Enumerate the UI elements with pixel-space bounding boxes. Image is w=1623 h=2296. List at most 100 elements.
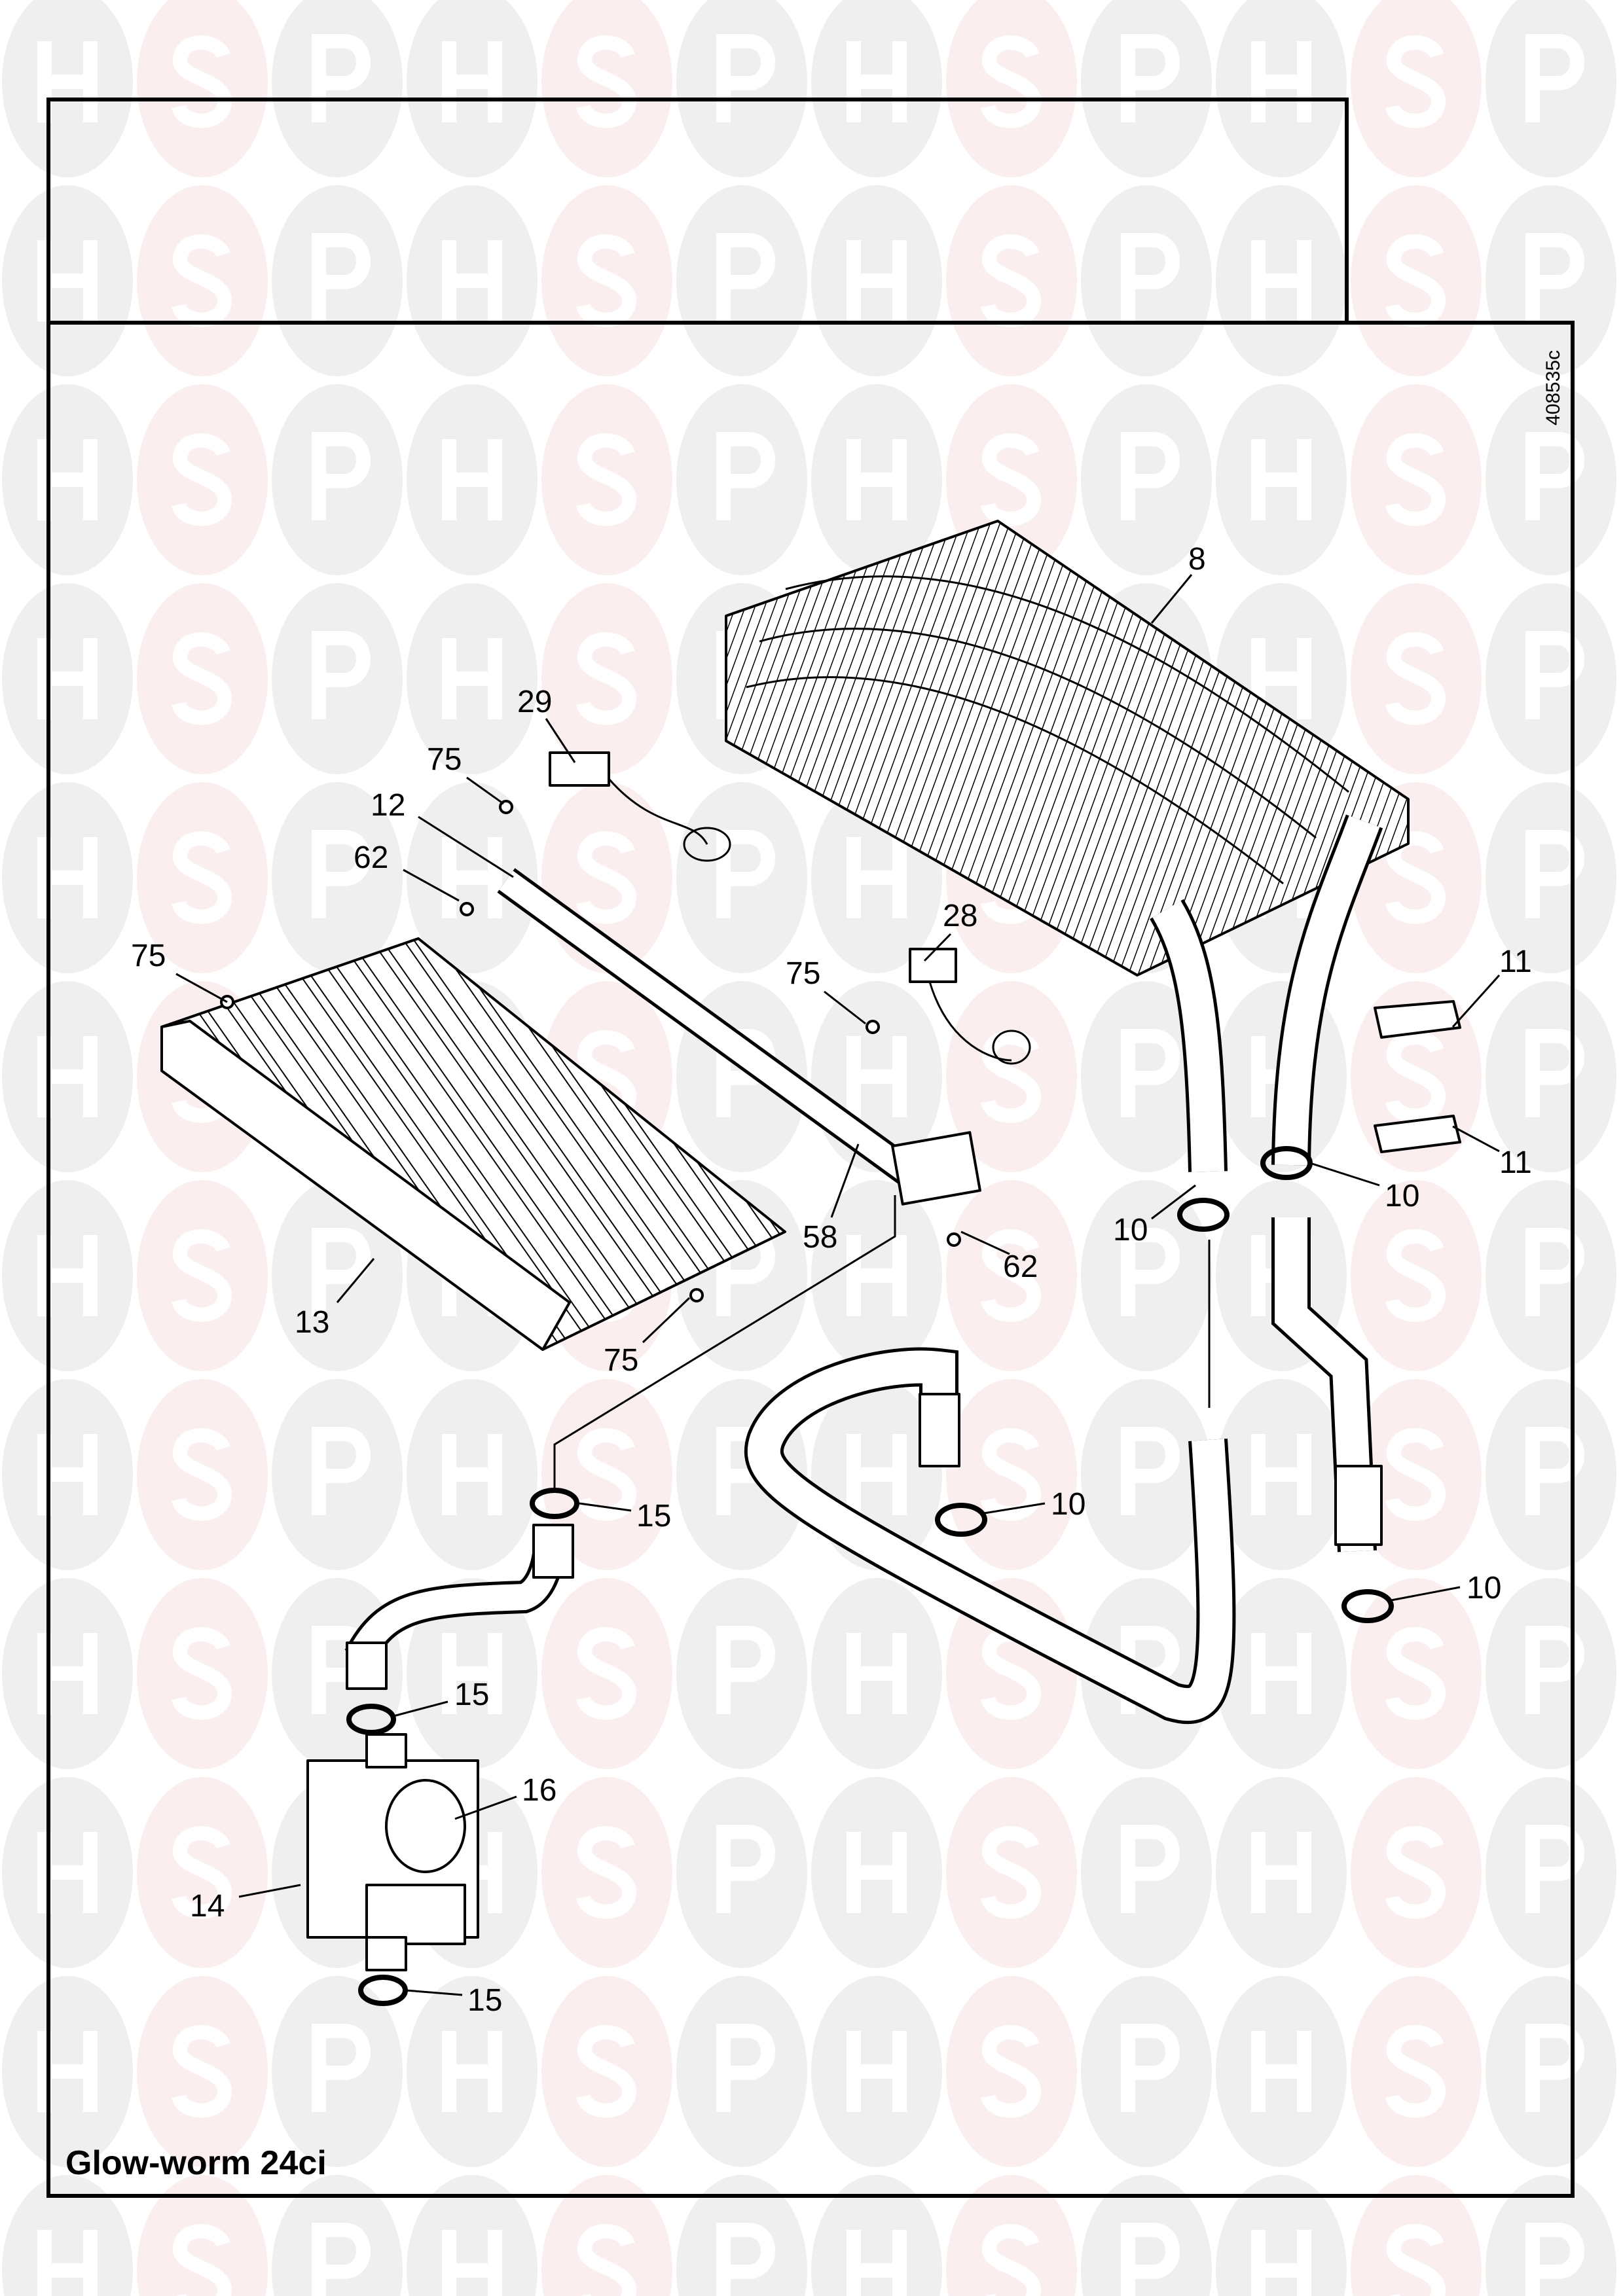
watermark-letter-icon: [442, 837, 502, 918]
watermark-letter-icon: [37, 2031, 98, 2112]
watermark-letter-icon: [1387, 2224, 1446, 2296]
watermark-letter-icon: [576, 234, 637, 327]
watermark-letter-icon: [1525, 631, 1584, 719]
watermark-letter-icon: [172, 2025, 232, 2118]
watermark-letter-icon: [1385, 234, 1446, 327]
watermark-letter-icon: [1525, 432, 1584, 520]
watermark-letter-icon: [37, 2230, 98, 2296]
watermark-circle: [137, 0, 268, 177]
watermark-letter-icon: [1251, 2230, 1311, 2296]
watermark-letter-icon: [442, 240, 502, 321]
callout-11: 11: [1499, 1145, 1532, 1180]
watermark-letter-icon: [1525, 1825, 1584, 1913]
watermark-letter-icon: [312, 2024, 371, 2112]
watermark-letter-icon: [1525, 1626, 1584, 1714]
watermark-letter-icon: [716, 1626, 775, 1714]
watermark-letter-icon: [576, 1627, 637, 1720]
watermark-letter-icon: [1525, 2024, 1584, 2112]
callout-8: 8: [1188, 542, 1206, 577]
watermark-letter-icon: [173, 2224, 232, 2296]
watermark-letter-icon: [576, 831, 637, 924]
callout-12: 12: [371, 788, 405, 823]
watermark-letter-icon: [1251, 1434, 1311, 1515]
watermark-letter-icon: [1251, 2031, 1311, 2112]
watermark-letter-icon: [1121, 233, 1180, 321]
watermark-letter-icon: [576, 433, 637, 526]
gas-pipe: [344, 1524, 574, 1690]
flow-return-pipes: [744, 814, 1383, 1725]
callout-15: 15: [636, 1499, 671, 1534]
watermark-circle: [2, 2175, 133, 2296]
watermark-letter-icon: [172, 1229, 232, 1322]
model-caption: Glow-worm 24ci: [65, 2144, 327, 2182]
watermark-letter-icon: [1385, 1229, 1446, 1322]
watermark-letter-icon: [1525, 1029, 1584, 1117]
callout-75: 75: [427, 742, 462, 777]
watermark-letter-icon: [847, 1235, 907, 1316]
watermark-letter-icon: [1385, 2025, 1446, 2118]
watermark-letter-icon: [981, 1030, 1042, 1123]
watermark-letter-icon: [37, 1036, 98, 1117]
watermark-letter-icon: [576, 1826, 637, 1919]
watermark-letter-icon: [1251, 41, 1311, 122]
drawing-code: 408535c: [1542, 350, 1564, 425]
watermark-letter-icon: [576, 1428, 637, 1521]
watermark-letter-icon: [172, 831, 232, 924]
watermark-letter-icon: [37, 1633, 98, 1714]
watermark-letter-icon: [981, 1428, 1042, 1521]
watermark-letter-icon: [847, 240, 907, 321]
watermark-letter-icon: [1121, 1029, 1180, 1117]
watermark-letter-icon: [982, 2224, 1042, 2296]
callout-75: 75: [131, 939, 166, 973]
heat-exchanger: [725, 520, 1410, 977]
watermark-letter-icon: [847, 837, 907, 918]
watermark-letter-icon: [312, 1228, 371, 1316]
watermark-letter-icon: [1251, 1633, 1311, 1714]
callout-13: 13: [295, 1305, 329, 1340]
watermark-circle: [541, 0, 672, 177]
watermark-letter-icon: [716, 2223, 775, 2296]
watermark-letter-icon: [1525, 1228, 1584, 1316]
watermark-letter-icon: [37, 837, 98, 918]
callout-15: 15: [467, 1983, 502, 2018]
assembly-lines: [553, 1195, 1211, 1489]
watermark-letter-icon: [442, 41, 502, 122]
watermark-letter-icon: [716, 1825, 775, 1913]
leader-lines: [175, 574, 1501, 1996]
watermark-letter-icon: [312, 432, 371, 520]
watermark-circle: [811, 2175, 942, 2296]
watermark-letter-icon: [1385, 1428, 1446, 1521]
watermark-letter-icon: [1251, 1832, 1311, 1913]
watermark-letter-icon: [847, 41, 907, 122]
watermark-letter-icon: [847, 2031, 907, 2112]
clips: [1374, 1000, 1461, 1153]
watermark-letter-icon: [312, 830, 371, 918]
screws: [220, 800, 961, 1302]
watermark-letter-icon: [1385, 1030, 1446, 1123]
callout-62: 62: [354, 840, 388, 875]
watermark-letter-icon: [312, 1427, 371, 1515]
watermark-letter-icon: [1385, 632, 1446, 725]
watermark-letter-icon: [312, 233, 371, 321]
watermark-letter-icon: [847, 1832, 907, 1913]
watermark-letter-icon: [847, 1633, 907, 1714]
watermark-letter-icon: [981, 433, 1042, 526]
gas-valve: [306, 1733, 479, 1971]
watermark-letter-icon: [981, 1826, 1042, 1919]
watermark-letter-icon: [442, 2031, 502, 2112]
watermark-letter-icon: [1385, 1826, 1446, 1919]
watermark-letter-icon: [716, 233, 775, 321]
watermark-letter-icon: [442, 1434, 502, 1515]
watermark-letter-icon: [312, 631, 371, 719]
watermark-letter-icon: [1525, 830, 1584, 918]
watermark-letter-icon: [1385, 433, 1446, 526]
watermark-letter-icon: [37, 240, 98, 321]
callout-11: 11: [1499, 944, 1532, 979]
watermark-letter-icon: [172, 1826, 232, 1919]
callout-16: 16: [522, 1773, 556, 1808]
watermark-letter-icon: [1121, 1825, 1180, 1913]
watermark-letter-icon: [981, 1229, 1042, 1322]
washers: [346, 1146, 1394, 2006]
watermark-letter-icon: [716, 830, 775, 918]
